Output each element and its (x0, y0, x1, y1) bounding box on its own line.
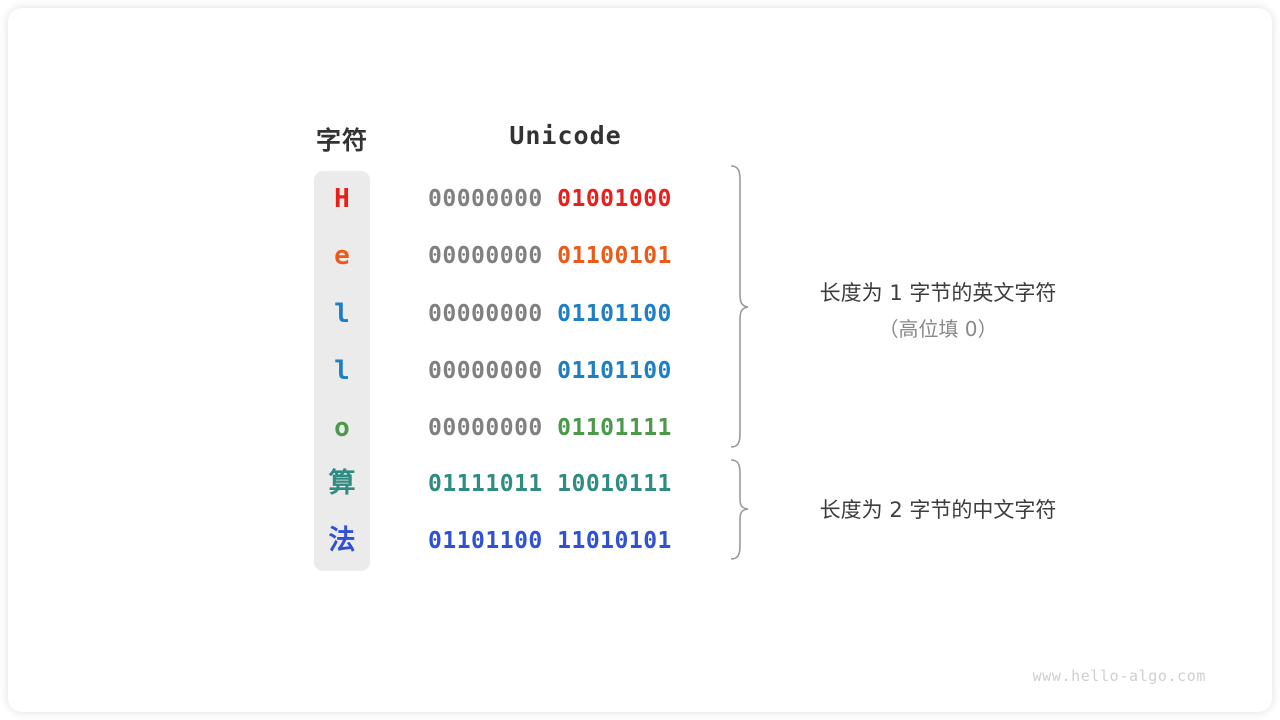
character-cell: l (334, 356, 350, 386)
binary-high-byte: 00000000 (428, 415, 558, 441)
binary-low-byte: 01001000 (557, 186, 672, 212)
binary-row: 00000000 01101100 (428, 356, 704, 386)
binary-row: 00000000 01101100 (428, 299, 704, 329)
annotation-chinese-characters: 长度为 2 字节的中文字符 (819, 498, 1057, 522)
character-cell: 法 (328, 525, 356, 556)
binary-high-byte: 00000000 (428, 358, 558, 384)
binary-low-byte: 01101100 (557, 301, 672, 327)
binary-row: 00000000 01001000 (428, 184, 704, 214)
character-cell: e (334, 241, 350, 271)
binary-row: 01111011 10010111 (428, 469, 704, 499)
brace-english (730, 165, 749, 448)
watermark-url: www.hello-algo.com (1032, 667, 1206, 685)
column-header-character: 字符 (315, 126, 368, 155)
binary-high-byte: 00000000 (428, 186, 558, 212)
binary-low-byte: 01101100 (557, 358, 672, 384)
binary-row: 00000000 01100101 (428, 241, 704, 271)
binary-row: 01101100 11010101 (428, 526, 704, 556)
binary-high-byte: 01101100 (428, 528, 558, 554)
character-cell: l (334, 299, 350, 329)
diagram-card: 字符 Unicode H 00000000 01001000 e 00000000 0… (8, 8, 1272, 712)
binary-low-byte: 01100101 (557, 243, 672, 269)
annotation-english-subtext: （高位填 0） (878, 317, 998, 341)
character-cell: 算 (328, 468, 356, 499)
column-header-unicode: Unicode (509, 121, 622, 150)
binary-low-byte: 11010101 (557, 528, 672, 554)
brace-chinese (730, 459, 749, 560)
binary-high-byte: 00000000 (428, 301, 558, 327)
character-cell: o (334, 413, 350, 443)
binary-high-byte: 01111011 (428, 471, 558, 497)
binary-row: 00000000 01101111 (428, 413, 704, 443)
annotation-english-characters: 长度为 1 字节的英文字符 （高位填 0） (768, 275, 1108, 347)
character-cell: H (334, 184, 350, 214)
character-column-background (314, 171, 370, 571)
annotation-english-text: 长度为 1 字节的英文字符 (819, 281, 1057, 305)
binary-low-byte: 01101111 (557, 415, 672, 441)
binary-high-byte: 00000000 (428, 243, 558, 269)
binary-low-byte: 10010111 (557, 471, 672, 497)
